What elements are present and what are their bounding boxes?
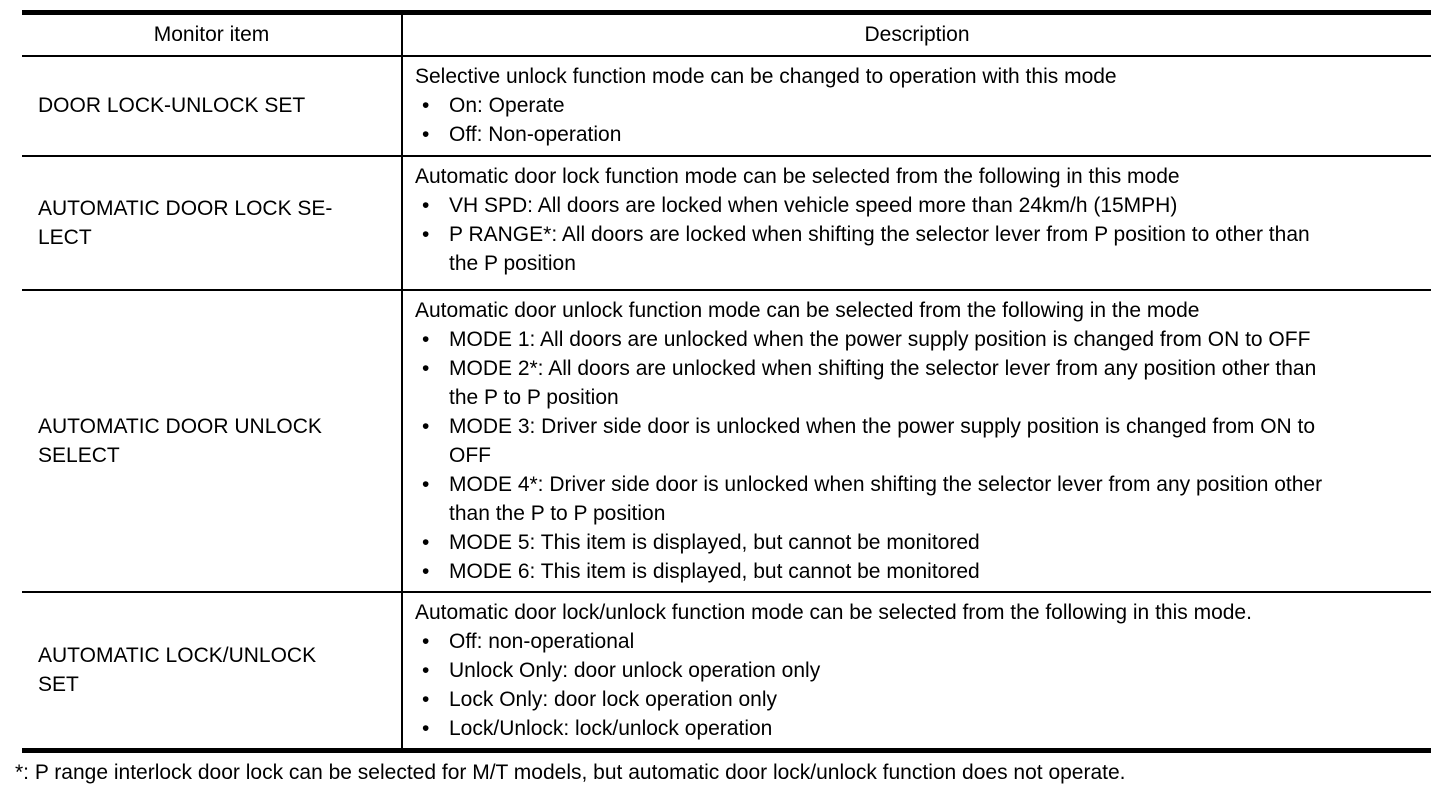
- bullet-item: • Lock Only: door lock operation only: [415, 685, 1421, 714]
- bullet-text: Off: non-operational: [449, 629, 635, 653]
- bullet-icon: •: [422, 327, 430, 351]
- bullet-text: On: Operate: [449, 93, 565, 117]
- table-header-row: Monitor item Description: [22, 12, 1431, 57]
- description-intro: Automatic door lock/unlock function mode…: [415, 600, 1252, 624]
- bullet-item: • VH SPD: All doors are locked when vehi…: [415, 191, 1421, 220]
- bullet-text: Off: Non-operation: [449, 122, 622, 146]
- bullet-item: • MODE 4*: Driver side door is unlocked …: [415, 470, 1421, 528]
- column-header-description: Description: [402, 12, 1431, 57]
- bullet-icon: •: [422, 93, 430, 117]
- bullet-item: • MODE 6: This item is displayed, but ca…: [415, 557, 1421, 586]
- description-cell: Automatic door lock function mode can be…: [402, 155, 1431, 291]
- bullet-text: MODE 4*: Driver side door is unlocked wh…: [449, 472, 1323, 525]
- monitor-item-cell: AUTOMATIC LOCK/UNLOCK SET: [22, 591, 403, 750]
- bullet-icon: •: [422, 530, 430, 554]
- table-row: DOOR LOCK-UNLOCK SET Selective unlock fu…: [22, 55, 1431, 157]
- bullet-icon: •: [422, 356, 430, 380]
- bullet-text: Lock Only: door lock operation only: [449, 687, 778, 711]
- bullet-item: • Unlock Only: door unlock operation onl…: [415, 656, 1421, 685]
- bullet-text: MODE 2*: All doors are unlocked when shi…: [449, 356, 1317, 409]
- bullet-icon: •: [422, 629, 430, 653]
- bullet-item: • MODE 5: This item is displayed, but ca…: [415, 528, 1421, 557]
- bullet-item: • Off: Non-operation: [415, 120, 1421, 149]
- bullet-icon: •: [422, 414, 430, 438]
- bullet-icon: •: [422, 658, 430, 682]
- bullet-item: • On: Operate: [415, 91, 1421, 120]
- bullet-icon: •: [422, 687, 430, 711]
- bullet-icon: •: [422, 122, 430, 146]
- monitor-item-table: Monitor item Description DOOR LOCK-UNLOC…: [22, 10, 1431, 753]
- description-cell: Selective unlock function mode can be ch…: [402, 55, 1431, 157]
- bullet-item: • MODE 1: All doors are unlocked when th…: [415, 325, 1421, 354]
- description-cell: Automatic door unlock function mode can …: [402, 289, 1431, 593]
- bullet-icon: •: [422, 559, 430, 583]
- bullet-icon: •: [422, 222, 430, 246]
- bullet-item: • P RANGE*: All doors are locked when sh…: [415, 220, 1421, 278]
- table-row: AUTOMATIC DOOR UNLOCK SELECT Automatic d…: [22, 289, 1431, 593]
- bullet-text: MODE 1: All doors are unlocked when the …: [449, 327, 1311, 351]
- footnote: *: P range interlock door lock can be se…: [15, 761, 1126, 784]
- description-intro: Automatic door lock function mode can be…: [415, 164, 1180, 188]
- bullet-item: • MODE 2*: All doors are unlocked when s…: [415, 354, 1421, 412]
- table-row: AUTOMATIC LOCK/UNLOCK SET Automatic door…: [22, 591, 1431, 751]
- monitor-item-cell: AUTOMATIC DOOR UNLOCK SELECT: [22, 289, 403, 593]
- description-intro: Selective unlock function mode can be ch…: [415, 64, 1117, 88]
- bullet-text: MODE 3: Driver side door is unlocked whe…: [449, 414, 1316, 467]
- table-row: AUTOMATIC DOOR LOCK SE- LECT Automatic d…: [22, 155, 1431, 291]
- description-intro: Automatic door unlock function mode can …: [415, 298, 1200, 322]
- bullet-item: • MODE 3: Driver side door is unlocked w…: [415, 412, 1421, 470]
- bullet-icon: •: [422, 193, 430, 217]
- bullet-item: • Lock/Unlock: lock/unlock operation: [415, 714, 1421, 743]
- bullet-text: P RANGE*: All doors are locked when shif…: [449, 222, 1310, 275]
- bullet-text: VH SPD: All doors are locked when vehicl…: [449, 193, 1178, 217]
- bullet-item: • Off: non-operational: [415, 627, 1421, 656]
- monitor-item-cell: AUTOMATIC DOOR LOCK SE- LECT: [22, 155, 403, 291]
- bullet-icon: •: [422, 716, 430, 740]
- monitor-item-cell: DOOR LOCK-UNLOCK SET: [22, 55, 403, 157]
- bullet-text: Lock/Unlock: lock/unlock operation: [449, 716, 773, 740]
- bullet-text: Unlock Only: door unlock operation only: [449, 658, 821, 682]
- bullet-icon: •: [422, 472, 430, 496]
- description-cell: Automatic door lock/unlock function mode…: [402, 592, 1431, 751]
- bullet-text: MODE 5: This item is displayed, but cann…: [449, 530, 980, 554]
- bullet-text: MODE 6: This item is displayed, but cann…: [449, 559, 980, 583]
- column-header-monitor-item: Monitor item: [22, 12, 403, 57]
